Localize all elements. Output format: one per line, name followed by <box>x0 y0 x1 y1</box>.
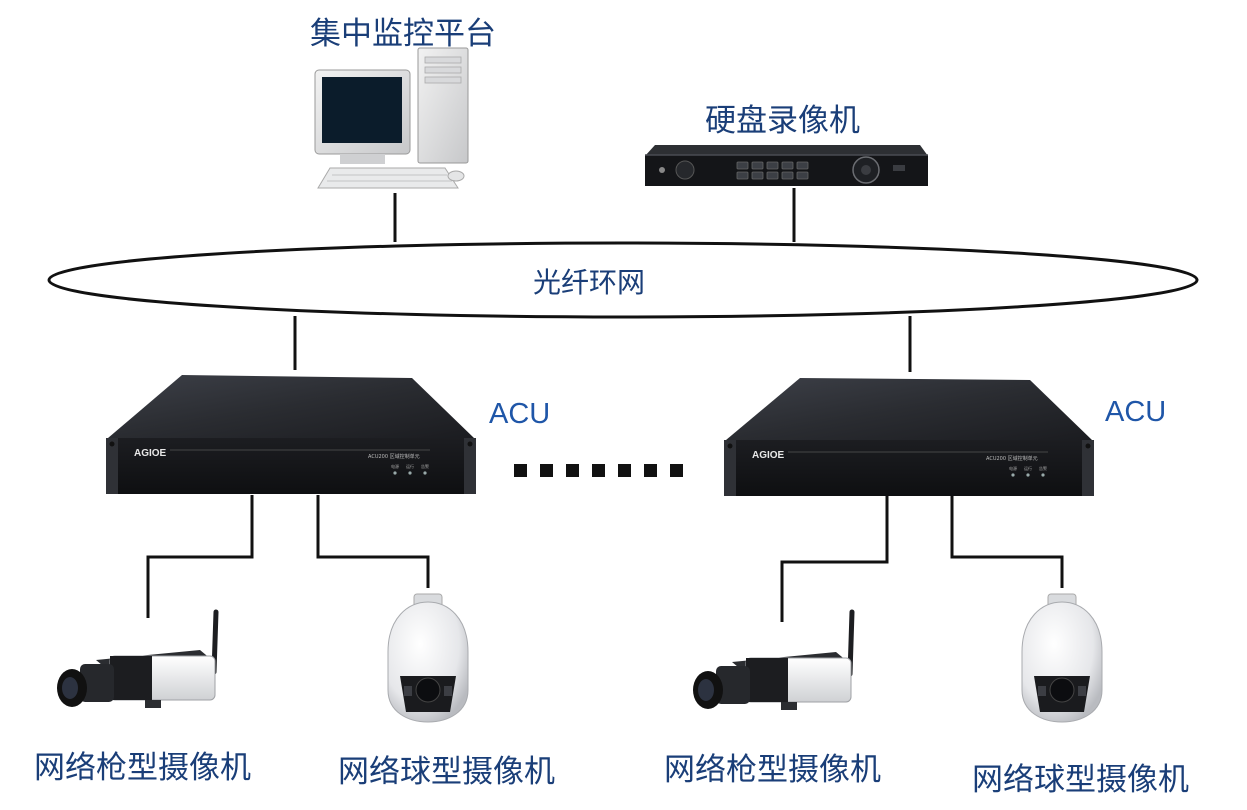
dvr-device <box>645 145 928 186</box>
acu-unit-right: AGIOE ACU200 区域控制单元 电源 运行 告警 <box>724 378 1094 496</box>
acu-left-led-3: 告警 <box>421 463 429 469</box>
acu-right-led-2: 运行 <box>1024 465 1032 471</box>
ellipsis-dots <box>514 464 683 477</box>
label-fiber-ring: 光纤环网 <box>533 266 646 299</box>
label-acu-right: ACU <box>1105 396 1167 428</box>
label-acu-left: ACU <box>489 398 551 430</box>
acu-left-brand: AGIOE <box>134 448 167 459</box>
dome-camera-left <box>387 593 469 723</box>
acu-left-panel-text: ACU200 区域控制单元 <box>368 453 420 460</box>
acu-unit-left: AGIOE ACU200 区域控制单元 电源 运行 告警 <box>106 375 476 494</box>
acu-left-front <box>106 438 476 494</box>
link-acu-right-bullet <box>780 495 889 622</box>
label-monitor-platform: 集中监控平台 <box>310 16 496 52</box>
acu-right-front <box>724 440 1094 496</box>
computer-workstation <box>314 47 469 189</box>
connection-lines <box>146 188 1064 622</box>
mouse <box>447 170 465 182</box>
acu-left-led-2: 运行 <box>406 463 414 469</box>
link-acu-right-dome <box>950 495 1064 588</box>
dome-lens <box>415 677 441 703</box>
acu-right-panel-text: ACU200 区域控制单元 <box>986 455 1038 462</box>
dome-lens <box>1049 677 1075 703</box>
bullet-camera-left <box>57 609 219 708</box>
dome-camera-right <box>1021 593 1103 723</box>
acu-right-led-1: 电源 <box>1009 465 1017 471</box>
acu-right-brand: AGIOE <box>752 450 785 461</box>
label-dome-camera-left: 网络球型摄像机 <box>338 754 555 790</box>
fiber-ring-ellipse <box>47 241 1199 319</box>
acu-left-led-1: 电源 <box>391 463 399 469</box>
keyboard <box>317 167 459 189</box>
label-bullet-camera-left: 网络枪型摄像机 <box>34 750 251 786</box>
bullet-camera-right <box>693 609 855 710</box>
acu-right-led-3: 告警 <box>1039 465 1047 471</box>
tower-case <box>417 47 469 164</box>
link-acu-left-bullet <box>146 495 254 618</box>
monitor-screen <box>322 77 402 143</box>
link-acu-left-dome <box>316 495 430 588</box>
label-bullet-camera-right: 网络枪型摄像机 <box>664 752 881 788</box>
label-dome-camera-right: 网络球型摄像机 <box>972 762 1189 798</box>
label-dvr: 硬盘录像机 <box>705 103 860 139</box>
